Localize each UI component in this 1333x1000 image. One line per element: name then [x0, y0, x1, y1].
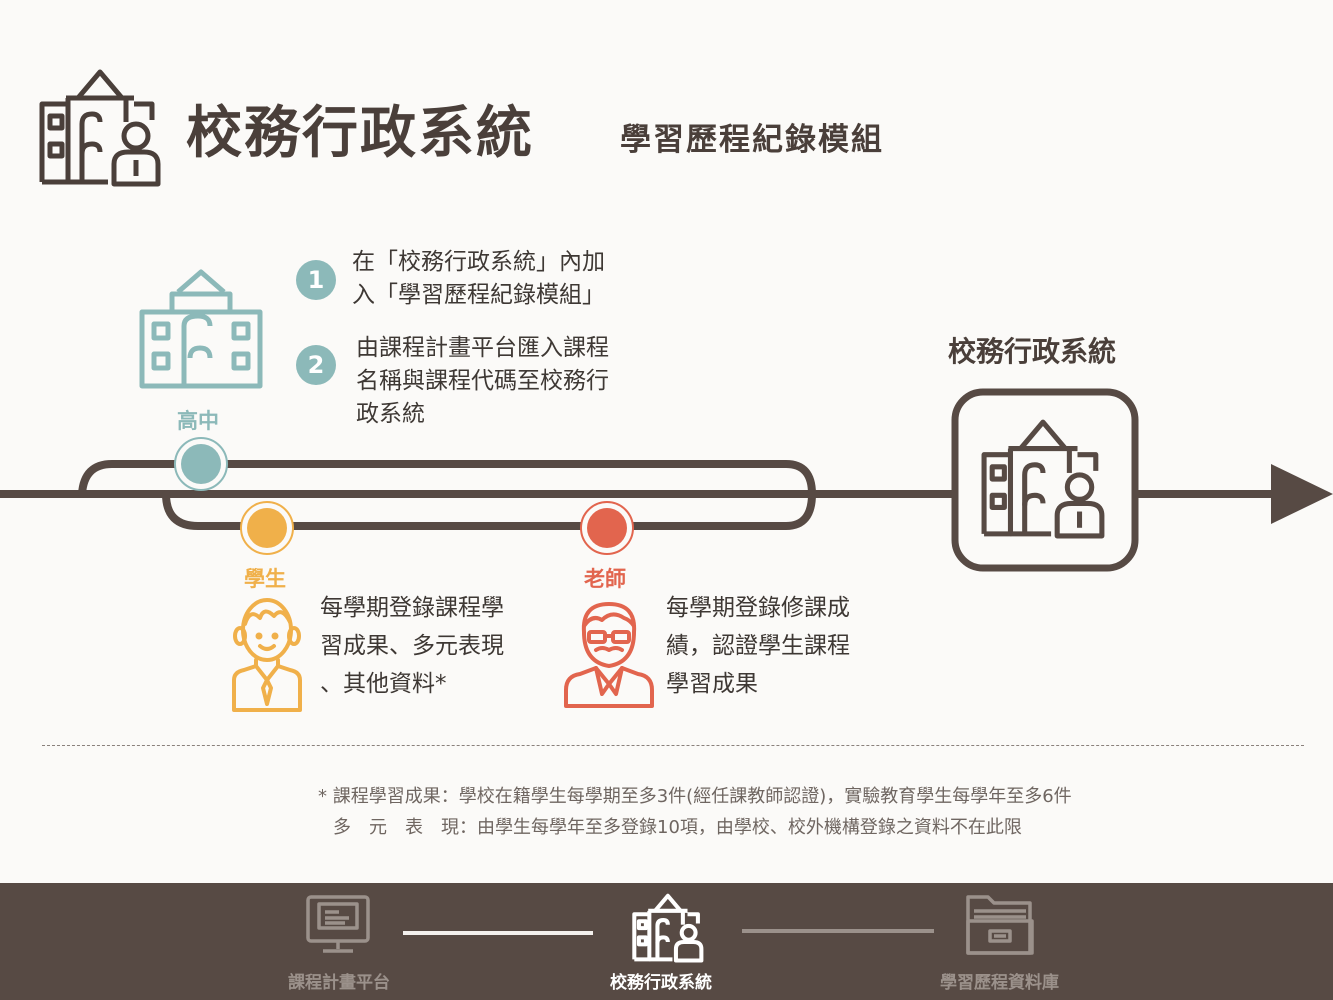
footer-item-portfolio-db[interactable]: 學習歷程資料庫 — [940, 973, 1059, 993]
footer-connector-1 — [403, 931, 593, 935]
step-1-line-1: 在「校務行政系統」內加 — [352, 249, 605, 275]
step-2-line-3: 政系統 — [356, 401, 425, 427]
school-node-dot — [181, 444, 221, 484]
teacher-description: 每學期登錄修課成 績，認證學生課程 學習成果 — [666, 589, 850, 703]
school-node-label: 高中 — [177, 409, 219, 433]
step-1-text: 在「校務行政系統」內加 入「學習歷程紀錄模組」 — [352, 246, 605, 312]
flow-loop — [78, 460, 816, 530]
student-description: 每學期登錄課程學 習成果、多元表現 、其他資料* — [320, 589, 504, 703]
step-2-number: 2 — [296, 345, 336, 385]
teacher-node-label: 老師 — [584, 567, 626, 591]
student-node-label: 學生 — [244, 567, 286, 591]
footnote-2: 多 元 表 現：由學生每學年至多登錄10項，由學校、校外機構登錄之資料不在此限 — [333, 817, 1022, 838]
step-2-line-2: 名稱與課程代碼至校務行 — [356, 368, 609, 394]
destination-label: 校務行政系統 — [948, 335, 1117, 368]
teacher-node-dot — [587, 508, 627, 548]
flow-arrowhead — [1271, 464, 1333, 524]
flow-diagram — [0, 388, 1333, 572]
destination-school-admin-icon — [981, 419, 1105, 539]
student-desc-line-1: 每學期登錄課程學 — [320, 595, 504, 621]
folder-icon — [966, 895, 1034, 955]
step-2-line-1: 由課程計畫平台匯入課程 — [356, 335, 609, 361]
student-desc-line-3: 、其他資料* — [320, 671, 447, 697]
school-admin-icon — [632, 893, 704, 963]
section-divider — [42, 745, 1304, 746]
teacher-desc-line-3: 學習成果 — [666, 671, 758, 697]
step-1-number: 1 — [296, 260, 336, 300]
high-school-icon — [139, 269, 263, 389]
student-icon — [232, 598, 302, 712]
footer-item-school-admin[interactable]: 校務行政系統 — [610, 973, 712, 993]
computer-icon — [306, 895, 370, 953]
teacher-desc-line-1: 每學期登錄修課成 — [666, 595, 850, 621]
footnote-1: * 課程學習成果：學校在籍學生每學期至多3件(經任課教師認證)，實驗教育學生每學… — [318, 786, 1072, 807]
student-desc-line-2: 習成果、多元表現 — [320, 633, 504, 659]
teacher-desc-line-2: 績，認證學生課程 — [666, 633, 850, 659]
footer-item-course-plan[interactable]: 課程計畫平台 — [288, 973, 390, 993]
student-node-dot — [247, 508, 287, 548]
page-subtitle: 學習歷程紀錄模組 — [620, 122, 884, 158]
page-title: 校務行政系統 — [186, 101, 534, 166]
step-2-text: 由課程計畫平台匯入課程 名稱與課程代碼至校務行 政系統 — [356, 332, 609, 431]
teacher-icon — [564, 602, 654, 708]
step-1-line-2: 入「學習歷程紀錄模組」 — [352, 282, 605, 308]
footer-connector-2 — [742, 929, 934, 933]
destination-box — [951, 388, 1139, 572]
school-admin-logo-icon — [39, 69, 161, 187]
